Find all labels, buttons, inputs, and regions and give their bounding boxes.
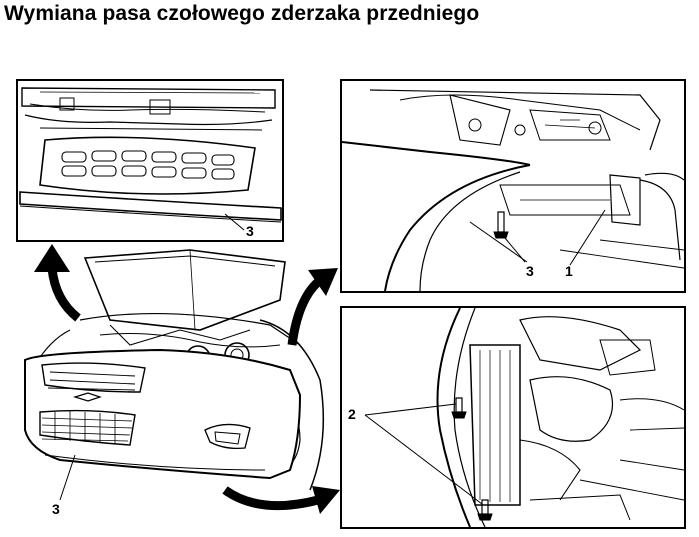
arrow-to-top-left-panel <box>34 244 81 322</box>
arrow-to-top-right-panel <box>287 268 338 346</box>
callout-3-top-right: 3 <box>526 263 534 279</box>
arrow-to-bottom-right-panel <box>222 486 340 514</box>
detail-panel-top-right: 3 1 <box>340 79 686 293</box>
page-title: Wymiana pasa czołowego zderzaka przednie… <box>4 2 480 25</box>
detail-panel-top-left: 3 <box>16 79 284 242</box>
detail-panel-bottom-right: 2 <box>340 306 686 529</box>
car-front-view <box>24 249 325 501</box>
callout-2-bottom-right: 2 <box>348 406 356 422</box>
callout-3-main: 3 <box>52 501 60 517</box>
callout-1-top-right: 1 <box>565 263 573 279</box>
callout-3-top-left: 3 <box>246 223 254 239</box>
